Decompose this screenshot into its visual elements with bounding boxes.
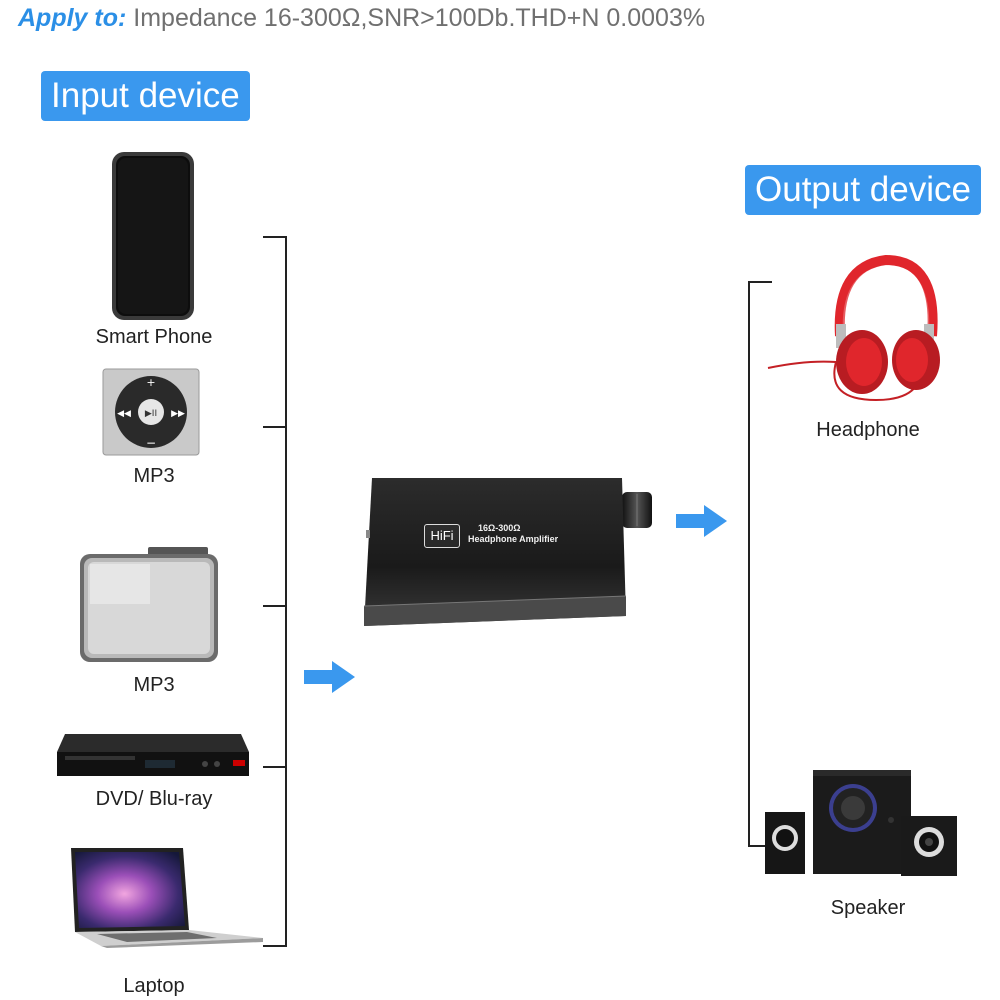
laptop-icon: [71, 848, 263, 948]
hifi-badge: HiFi: [424, 524, 460, 548]
svg-text:−: −: [146, 436, 156, 450]
device-label-laptop: Laptop: [123, 975, 185, 997]
device-label-smartphone: Smart Phone: [95, 326, 213, 348]
dvd-player-icon: [57, 734, 249, 776]
cassette-player-icon: [80, 547, 218, 662]
svg-text:+: +: [146, 376, 155, 389]
svg-text:▶▶: ▶▶: [171, 409, 185, 419]
ipod-shuffle-icon: + − ◀◀ ▶▶ ▶II: [102, 368, 200, 456]
smartphone-icon: [112, 152, 194, 320]
speaker-system-icon: [765, 770, 957, 876]
amplifier-title: Headphone Amplifier: [468, 534, 559, 544]
input-bracket: [263, 236, 287, 947]
output-bracket: [748, 281, 772, 847]
device-label-mp3: MP3: [133, 465, 175, 487]
arrow-right-icon: [304, 661, 355, 693]
output-device-title: Output device: [745, 165, 981, 215]
arrow-right-icon: [676, 505, 727, 537]
device-label-speaker: Speaker: [830, 897, 906, 919]
device-label-mp3-cassette: MP3: [133, 674, 175, 696]
input-tick: [263, 426, 285, 428]
input-tick: [263, 766, 285, 768]
input-device-title: Input device: [41, 71, 250, 121]
svg-text:▶II: ▶II: [145, 409, 157, 419]
spec-text: Impedance 16-300Ω,SNR>100Db.THD+N 0.0003…: [133, 4, 706, 32]
headphone-amplifier-icon: HiFi 16Ω-300Ω Headphone Amplifier: [360, 470, 660, 630]
headphone-icon: [767, 254, 940, 402]
svg-text:◀◀: ◀◀: [117, 409, 131, 419]
spec-line: Apply to: Impedance 16-300Ω,SNR>100Db.TH…: [18, 4, 705, 33]
device-label-headphone: Headphone: [816, 419, 920, 441]
input-tick: [263, 605, 285, 607]
device-label-dvd: DVD/ Blu-ray: [95, 788, 213, 810]
spec-lead: Apply to:: [18, 4, 127, 32]
amplifier-impedance: 16Ω-300Ω: [478, 523, 521, 533]
